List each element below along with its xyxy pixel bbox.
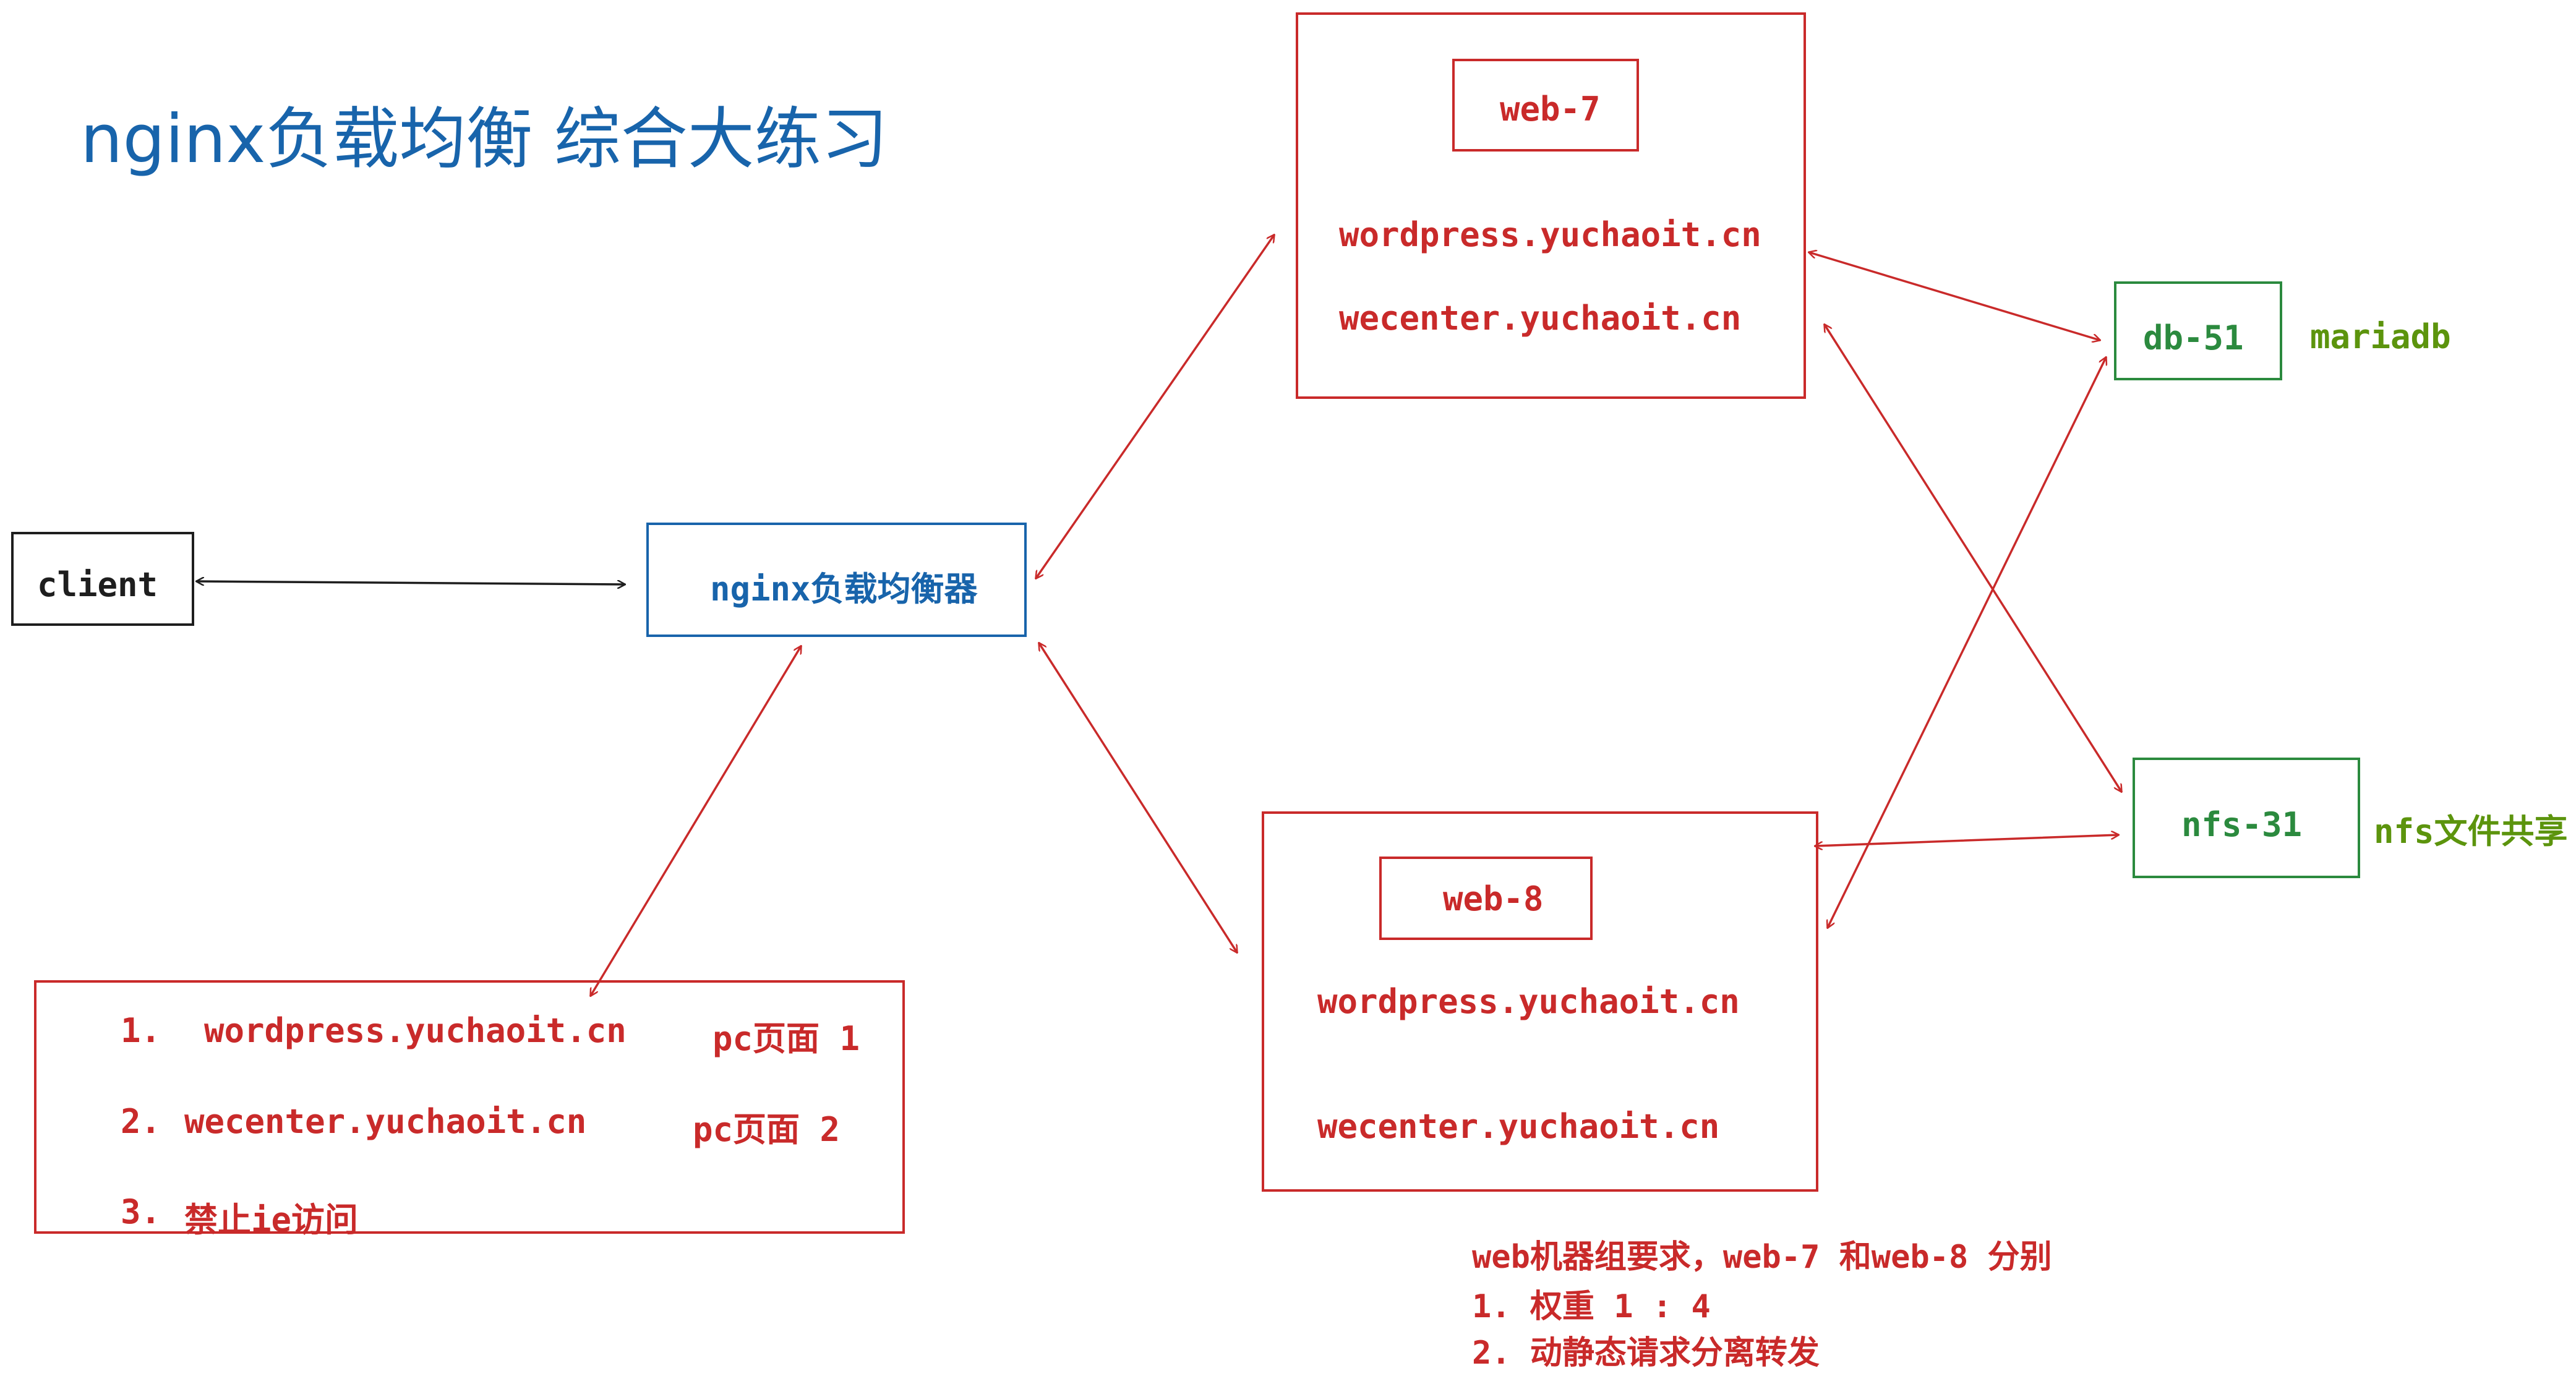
arrow-web7-db (1809, 252, 2100, 340)
requirement-3-text: 禁止ie访问 (184, 1200, 359, 1239)
db-name: db-51 (2143, 318, 2244, 357)
requirements-box (34, 980, 905, 1234)
db-node (2114, 281, 2282, 380)
web8-name-box (1379, 857, 1593, 940)
arrow-web8-db (1828, 357, 2106, 928)
load-balancer-node (646, 523, 1027, 637)
nfs-name: nfs-31 (2181, 805, 2303, 844)
requirement-2-site: wecenter.yuchaoit.cn (184, 1102, 587, 1141)
web8-name: web-8 (1443, 879, 1544, 918)
requirement-1-num: 1. (121, 1011, 161, 1050)
client-node (11, 532, 194, 626)
arrow-lb-web8 (1039, 643, 1237, 952)
web7-site-wordpress: wordpress.yuchaoit.cn (1339, 215, 1761, 254)
arrow-lb-requirements (591, 646, 801, 996)
client-label: client (37, 565, 158, 604)
requirement-3-num: 3. (121, 1192, 161, 1231)
requirement-2-desc: pc页面 2 (693, 1110, 841, 1149)
page-title: nginx负载均衡 综合大练习 (80, 101, 888, 178)
nfs-note: nfs文件共享 (2374, 812, 2568, 851)
web8-site-wecenter: wecenter.yuchaoit.cn (1317, 1107, 1720, 1146)
arrow-lb-web7 (1036, 235, 1274, 578)
web7-node (1296, 12, 1806, 399)
web-note-line-3: 2. 动静态请求分离转发 (1472, 1335, 1820, 1372)
web8-node (1262, 811, 1818, 1192)
arrow-web8-nfs (1815, 835, 2118, 846)
web7-name-box (1452, 59, 1639, 152)
web7-name: web-7 (1500, 90, 1601, 129)
arrow-web7-nfs (1825, 325, 2121, 792)
web-note-line-2: 1. 权重 1 : 4 (1472, 1288, 1711, 1325)
db-note: mariadb (2310, 317, 2451, 356)
web-note-line-1: web机器组要求，web-7 和web-8 分别 (1472, 1239, 2052, 1276)
requirement-2-num: 2. (121, 1102, 161, 1141)
load-balancer-label: nginx负载均衡器 (710, 570, 978, 609)
requirement-1-site: wordpress.yuchaoit.cn (204, 1011, 627, 1050)
nfs-node (2133, 758, 2360, 878)
web7-site-wecenter: wecenter.yuchaoit.cn (1339, 299, 1742, 338)
arrow-client-lb (197, 581, 625, 584)
web8-site-wordpress: wordpress.yuchaoit.cn (1317, 982, 1740, 1021)
requirement-1-desc: pc页面 1 (712, 1019, 860, 1058)
